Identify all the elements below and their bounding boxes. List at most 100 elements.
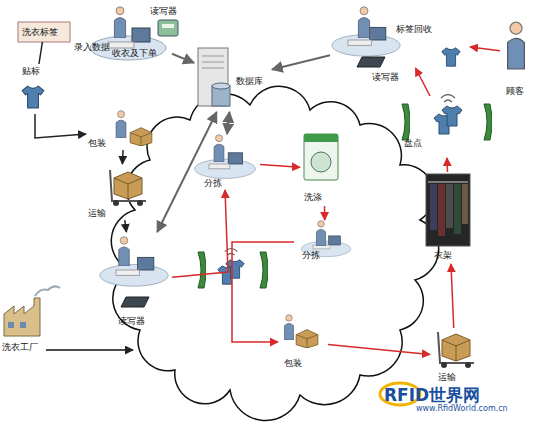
smoke <box>35 286 60 296</box>
station-label: 分拣 <box>204 178 222 188</box>
customer <box>508 22 525 69</box>
station-label: 衣架 <box>434 250 452 260</box>
database-top <box>212 83 230 89</box>
station-label: 包装 <box>284 358 302 368</box>
station-label: 洗衣标签 <box>22 27 58 37</box>
station-label: 收衣及下单 <box>112 48 157 58</box>
factory <box>4 298 40 336</box>
clerk <box>358 7 369 38</box>
flow-arrow <box>260 165 300 168</box>
flow-arrow <box>470 47 500 51</box>
box <box>296 330 318 348</box>
flow-arrow <box>416 68 430 96</box>
station-label: 分拣 <box>302 250 320 260</box>
worker <box>316 221 325 246</box>
clerk <box>119 237 130 266</box>
shirt <box>442 48 460 66</box>
station-label: 洗涤 <box>304 192 322 202</box>
washer <box>304 134 338 180</box>
antenna <box>484 104 492 140</box>
flow-arrow <box>39 42 42 64</box>
antenna <box>260 252 268 288</box>
flow-arrow <box>451 264 454 328</box>
flow-arrow <box>35 114 86 138</box>
garment <box>446 184 453 228</box>
station-label: 读写器 <box>150 6 177 16</box>
flow-arrow <box>446 158 448 172</box>
reader-device <box>158 20 178 36</box>
process-station: 读写器 <box>146 4 186 38</box>
clerk <box>114 7 125 38</box>
flow-arrow <box>324 206 326 220</box>
rack-photo <box>426 174 470 246</box>
reader-screen <box>162 24 174 28</box>
window <box>8 322 14 328</box>
cart <box>438 332 474 368</box>
process-station: 贴标 <box>14 64 56 114</box>
watermark: RFID世界网 <box>384 384 480 407</box>
process-station: 读写器 <box>94 232 172 330</box>
flow-arrow <box>125 220 127 232</box>
process-station: 运输 <box>86 164 156 220</box>
process-station: 盘点 <box>394 96 498 158</box>
station-label: 运输 <box>88 208 106 218</box>
process-station: 衣架 <box>424 172 474 264</box>
station-label: 洗衣工厂 <box>2 342 38 352</box>
box <box>130 128 152 146</box>
flow-arrow <box>328 344 430 354</box>
flow-arrow <box>172 54 194 63</box>
shirt <box>442 106 462 126</box>
process-station: 读写器 <box>354 52 402 84</box>
process-station: 洗涤 <box>300 132 348 206</box>
station-label: 贴标 <box>22 66 40 76</box>
flow-arrow <box>122 150 124 164</box>
garment <box>430 184 437 230</box>
process-station: 运输 <box>430 328 480 386</box>
desk <box>100 257 168 286</box>
radio-waves <box>225 248 238 255</box>
flow-arrow <box>157 112 216 232</box>
shirt <box>22 86 44 108</box>
process-station: 包装 <box>86 112 162 150</box>
flow-arrow <box>272 55 330 69</box>
reader <box>357 57 385 67</box>
radio-waves <box>441 95 455 103</box>
washer-panel <box>304 134 338 142</box>
flow-arrow <box>232 242 294 342</box>
process-station: 洗衣工厂 <box>0 292 62 358</box>
process-station: 洗衣标签 <box>18 22 70 42</box>
garment <box>462 184 468 224</box>
factory-arrow <box>46 349 133 351</box>
station-label: 读写器 <box>118 316 145 326</box>
antenna <box>402 104 410 140</box>
watermark: www.RfidWorld.com.cn <box>416 404 508 413</box>
reader <box>121 297 149 307</box>
cart <box>110 170 146 206</box>
desk <box>195 153 256 179</box>
tag-picture <box>18 22 70 42</box>
washer-door <box>311 152 331 172</box>
station-label: 运输 <box>438 372 456 382</box>
station-label: 录入数据 <box>74 42 110 52</box>
process-station: 数据库 <box>194 46 272 112</box>
process-station: 分拣 <box>188 134 260 190</box>
garment <box>454 184 461 234</box>
process-station: 分拣 <box>294 220 356 264</box>
station-label: 数据库 <box>236 76 263 86</box>
antenna <box>198 252 206 288</box>
station-label: 盘点 <box>404 138 422 148</box>
process-station: 包装 <box>278 312 328 372</box>
process-station: 顾客 <box>500 6 534 100</box>
garment <box>438 184 445 236</box>
flow-arrow <box>172 190 228 277</box>
station-label: 标签回收 <box>396 24 432 34</box>
station-label: 顾客 <box>506 86 524 96</box>
worker <box>214 135 224 162</box>
station-label: 读写器 <box>372 72 399 82</box>
window <box>20 322 26 328</box>
worker <box>116 111 126 138</box>
shirt <box>226 260 244 278</box>
